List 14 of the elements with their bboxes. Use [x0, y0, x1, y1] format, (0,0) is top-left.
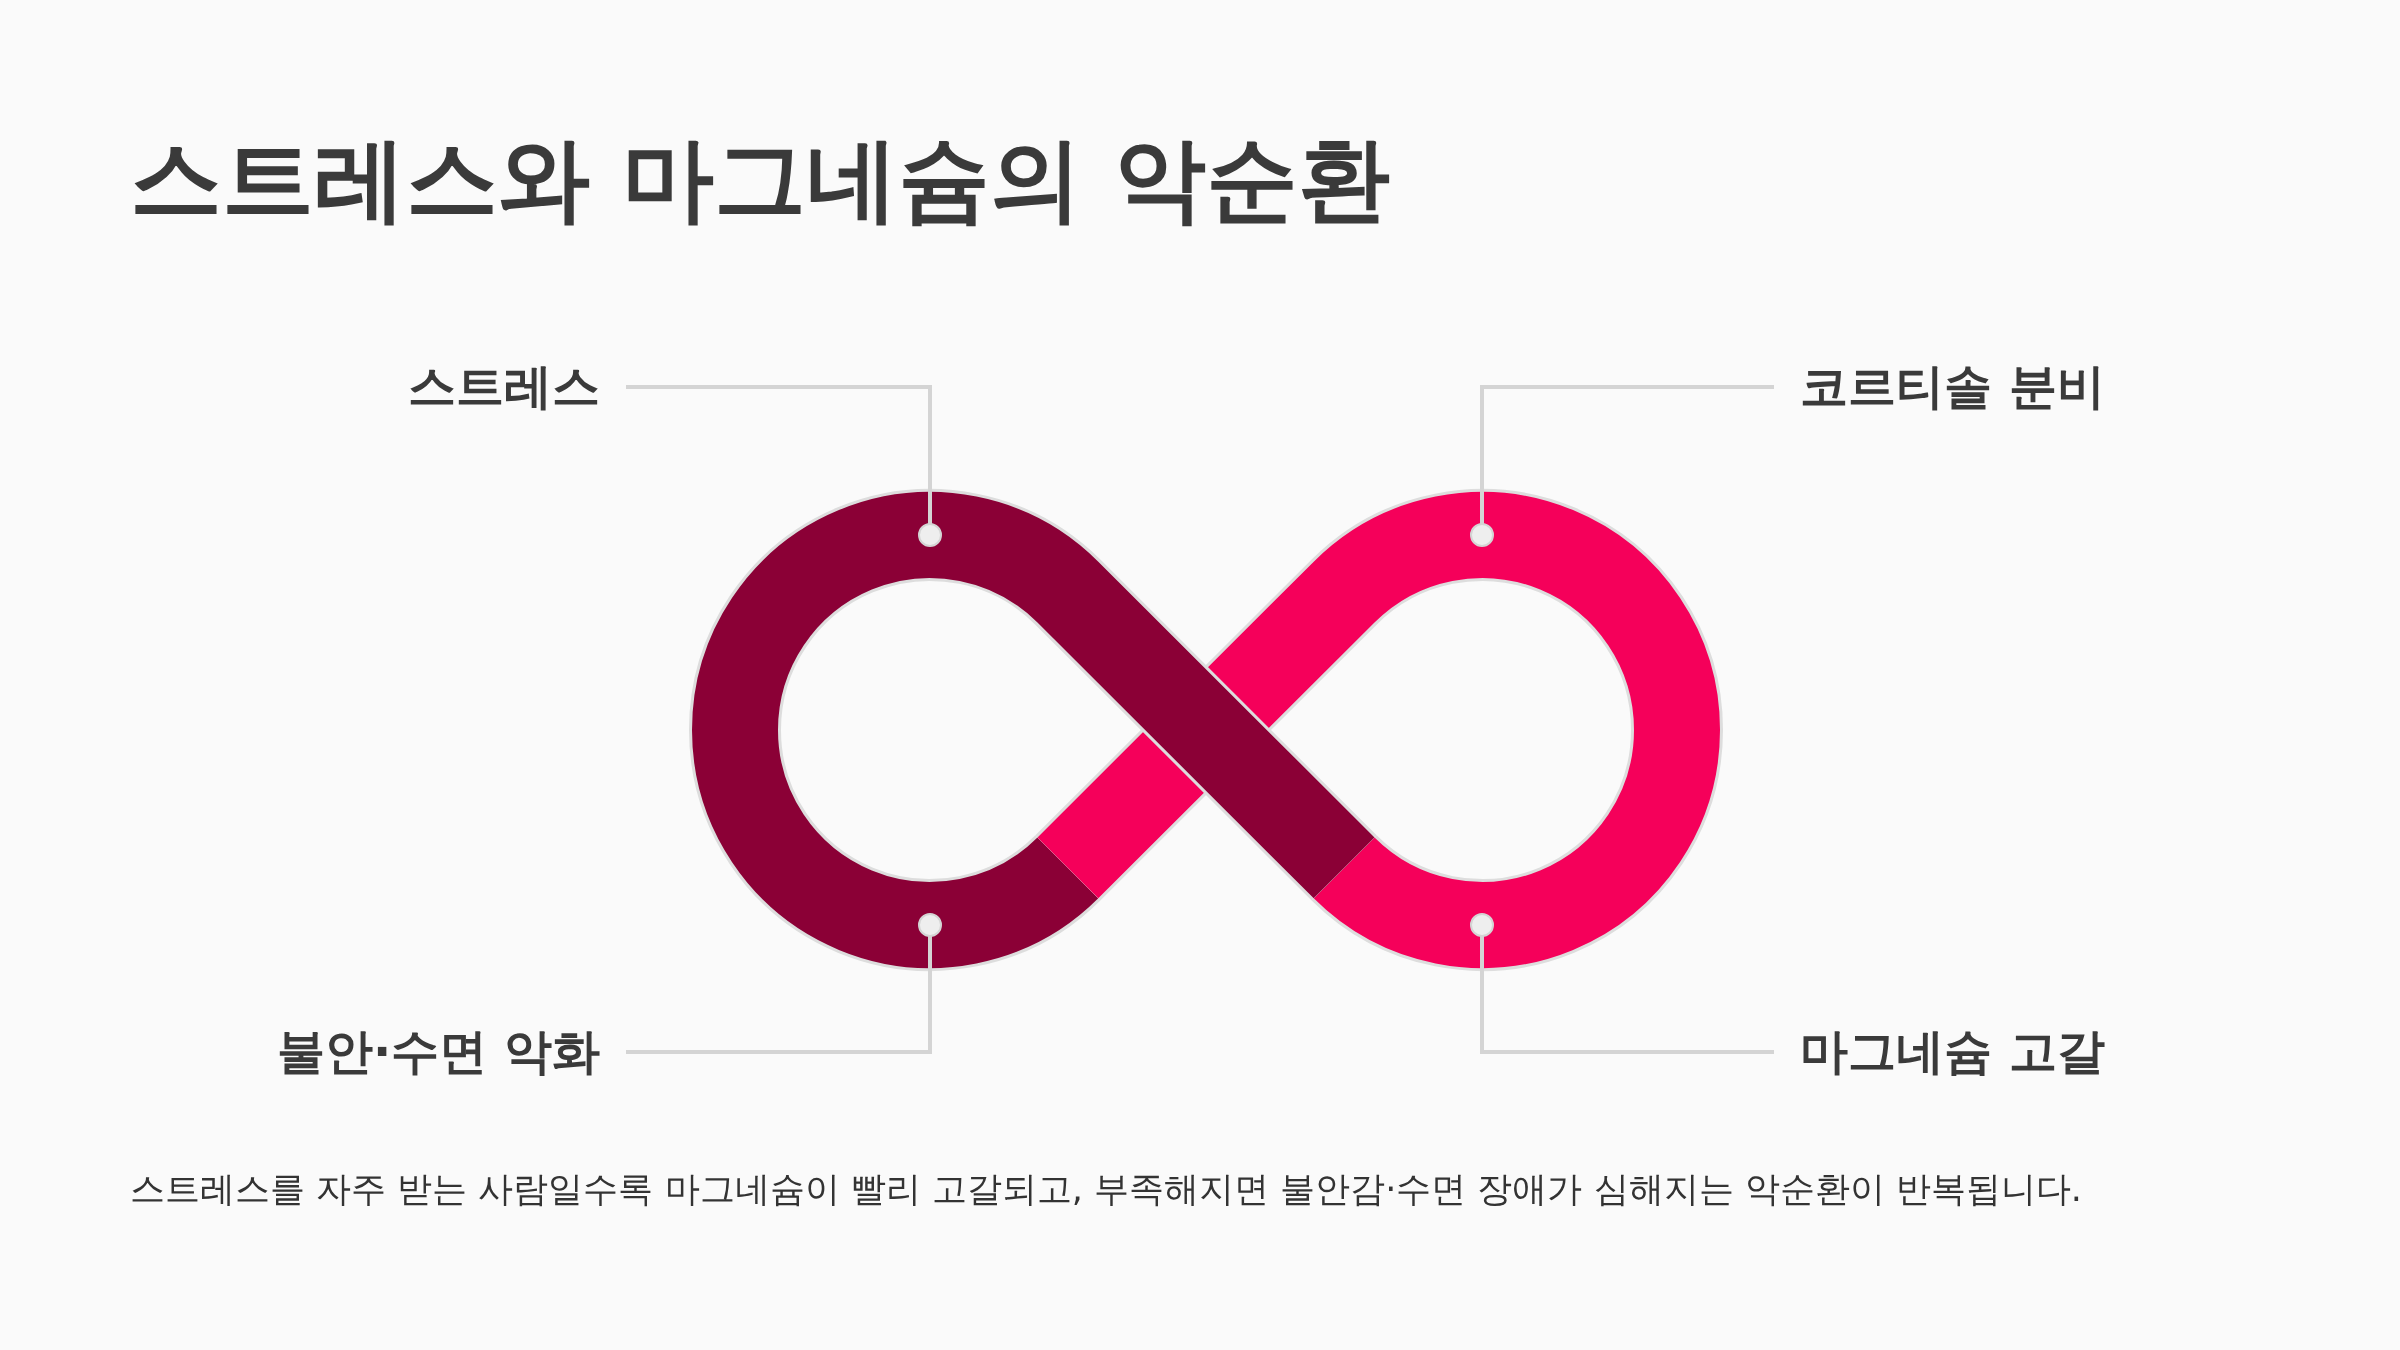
leader-line: [626, 913, 942, 1054]
label-text: 코르티솔 분비: [1800, 353, 2105, 421]
label-text: 스트레스: [408, 353, 600, 421]
leader-line: [626, 385, 942, 547]
infinity-segment: [1035, 489, 1723, 901]
caption: 스트레스를 자주 받는 사람일수록 마그네슘이 빨리 고갈되고, 부족해지면 불안감·수면 장애가 심해지는 악순환이 반복됩니다.: [130, 1168, 2082, 1211]
leader-line: [1470, 913, 1774, 1054]
label-text: 마그네슘 고갈: [1800, 1018, 2105, 1086]
title: 스트레스와 마그네슘의 악순환: [130, 125, 1391, 235]
label-text: 불안·수면 악화: [277, 1018, 600, 1086]
infinity-segment: [689, 489, 1377, 901]
infinity-segment: [689, 727, 1099, 971]
leader-line: [1470, 385, 1774, 547]
infinity-segment: [1313, 727, 1723, 971]
